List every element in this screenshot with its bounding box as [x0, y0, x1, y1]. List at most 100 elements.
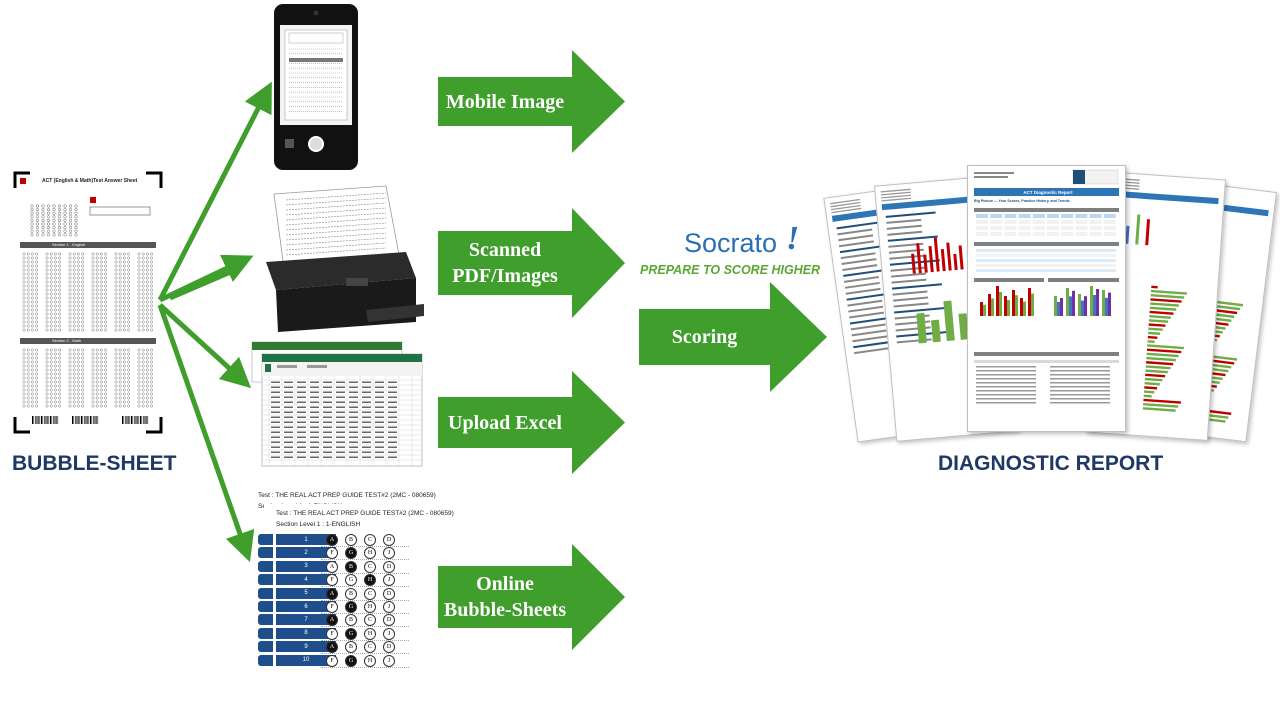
arrow-upload-excel: Upload Excel	[438, 371, 625, 474]
row-tab	[258, 654, 273, 666]
arrow-label-online-2: Bubble-Sheets	[443, 599, 567, 621]
answer-bubble[interactable]: H	[364, 547, 376, 560]
question-number: 3	[276, 560, 336, 572]
answer-bubble[interactable]: D	[383, 534, 395, 546]
answer-bubble[interactable]: B	[345, 534, 357, 546]
online-bubble-sheet: Test : THE REAL ACT PREP GUIDE TEST#2 (2…	[250, 490, 454, 672]
answer-bubble[interactable]: J	[383, 574, 395, 587]
answer-bubble[interactable]: G	[345, 547, 357, 560]
answer-bubble[interactable]: B	[345, 587, 357, 600]
answer-bubble[interactable]: B	[345, 614, 357, 627]
answer-bubble[interactable]: H	[364, 601, 376, 613]
online-test-line: Test : THE REAL ACT PREP GUIDE TEST#2 (2…	[276, 510, 454, 517]
answer-bubble[interactable]: A	[326, 587, 338, 600]
answer-bubble[interactable]: D	[383, 560, 395, 573]
answer-bubble[interactable]: J	[383, 627, 395, 640]
row-divider	[321, 546, 409, 547]
answer-bubble[interactable]: H	[364, 627, 376, 640]
answer-bubble[interactable]: F	[326, 601, 338, 613]
answer-bubble[interactable]: A	[326, 641, 338, 654]
arrow-label-scoring: Scoring	[671, 326, 738, 348]
answer-bubble[interactable]: B	[345, 641, 357, 654]
answer-bubble[interactable]: G	[345, 627, 357, 640]
question-number: 10	[276, 654, 336, 666]
bubble-sheet-section2: Section 2 - Math	[52, 338, 82, 343]
diagnostic-report-stack: ACT Diagnostic Report Big Picture — Your…	[823, 160, 1277, 450]
row-tab	[258, 587, 273, 599]
row-divider	[321, 586, 409, 588]
socrato-logo: Socrato ! PREPARE TO SCORE HIGHER	[640, 220, 821, 282]
row-divider	[321, 599, 409, 601]
answer-bubble[interactable]: A	[326, 534, 338, 546]
socrato-wordmark: Socrato	[684, 228, 778, 258]
arrow-mobile-image: Mobile Image	[438, 50, 625, 153]
answer-bubble[interactable]: F	[326, 654, 338, 667]
bubble-sheet-title: ACT (English & Math)Test Answer Sheet	[42, 178, 138, 184]
arrow-online: Online Bubble-Sheets	[438, 544, 625, 650]
answer-bubble[interactable]: D	[383, 614, 395, 627]
answer-bubble[interactable]: H	[364, 574, 376, 587]
fan-arrow-scanner	[158, 254, 254, 303]
question-number: 1	[276, 534, 336, 545]
socrato-exclamation: !	[786, 220, 800, 257]
bubble-sheet-image: ACT (English & Math)Test Answer Sheet Se…	[12, 170, 164, 435]
socrato-tagline: PREPARE TO SCORE HIGHER	[640, 263, 821, 277]
bubble-sheet-label: BUBBLE-SHEET	[12, 452, 177, 475]
row-divider	[321, 666, 409, 668]
row-tab	[258, 601, 273, 612]
row-tab	[258, 614, 273, 626]
answer-bubble[interactable]: A	[326, 614, 338, 627]
answer-bubble[interactable]: J	[383, 547, 395, 560]
answer-bubble[interactable]: C	[364, 614, 376, 627]
answer-bubble[interactable]: J	[383, 654, 395, 667]
answer-bubble[interactable]: G	[345, 601, 357, 613]
answer-bubble[interactable]: G	[345, 654, 357, 667]
answer-bubble[interactable]: F	[326, 574, 338, 587]
answer-bubble[interactable]: B	[345, 560, 357, 573]
report-subtitle: Big Picture — Your Scores, Practice Hist…	[974, 199, 1070, 203]
answer-bubble[interactable]: C	[364, 587, 376, 600]
question-number: 8	[276, 627, 336, 639]
diagnostic-report-label: DIAGNOSTIC REPORT	[938, 452, 1164, 475]
answer-bubble[interactable]: G	[345, 574, 357, 587]
answer-bubble[interactable]: H	[364, 654, 376, 667]
fan-arrow-online	[157, 304, 255, 563]
report-title: ACT Diagnostic Report	[1023, 190, 1073, 195]
row-divider	[321, 639, 409, 641]
row-tab	[258, 534, 273, 545]
answer-bubble[interactable]: C	[364, 534, 376, 546]
answer-bubble[interactable]: D	[383, 587, 395, 600]
excel-image	[247, 340, 427, 468]
question-number: 5	[276, 587, 336, 599]
answer-bubble[interactable]: F	[326, 547, 338, 560]
row-tab	[258, 641, 273, 653]
question-number: 2	[276, 547, 336, 559]
arrow-label-mobile: Mobile Image	[445, 90, 565, 113]
row-tab	[258, 547, 273, 559]
arrow-scanned: Scanned PDF/Images	[438, 208, 625, 318]
answer-bubble[interactable]: J	[383, 601, 395, 613]
fan-arrow-mobile	[157, 81, 272, 302]
row-divider	[321, 559, 409, 561]
row-divider	[321, 653, 409, 655]
answer-bubble[interactable]: C	[364, 560, 376, 573]
row-tab	[258, 574, 273, 586]
scanner-image	[256, 182, 426, 337]
online-section-line: Section Level 1 : 1-ENGLISH	[276, 521, 361, 528]
answer-bubble[interactable]: A	[326, 560, 338, 573]
arrow-scoring: Scoring	[639, 282, 827, 392]
question-number: 9	[276, 641, 336, 653]
answer-bubble[interactable]: C	[364, 641, 376, 654]
bubble-sheet-graphic	[13, 171, 163, 434]
answer-bubble[interactable]: D	[383, 641, 395, 654]
answer-bubble[interactable]: F	[326, 627, 338, 640]
row-tab	[258, 560, 273, 572]
